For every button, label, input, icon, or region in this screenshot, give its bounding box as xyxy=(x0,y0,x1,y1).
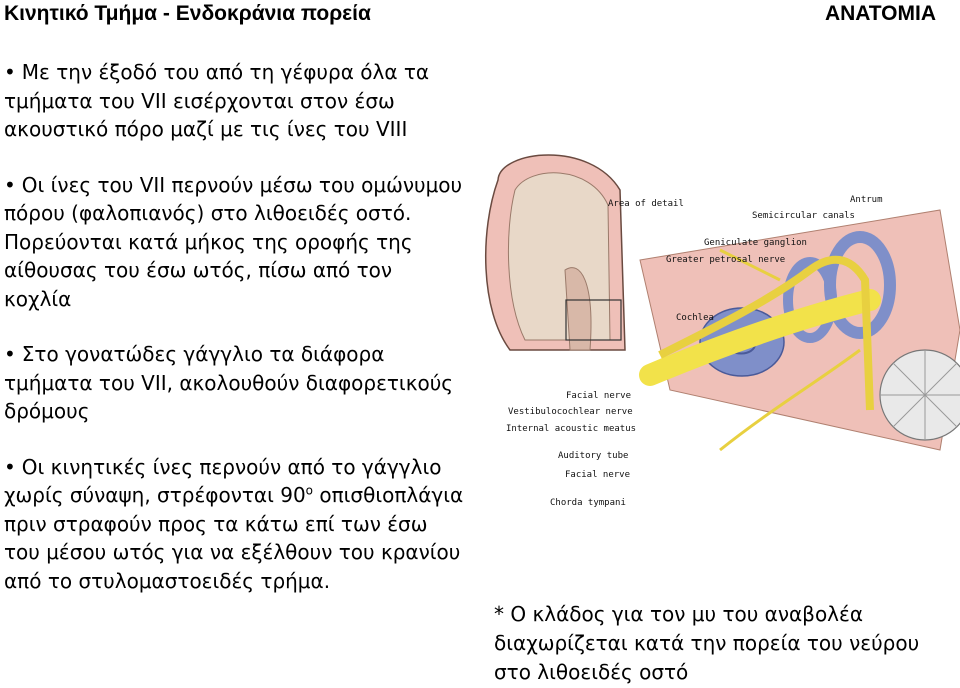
chorda-tympani-path xyxy=(719,348,861,452)
brainstem xyxy=(564,267,592,351)
label-greater-petrosal-nerve: Greater petrosal nerve xyxy=(666,255,785,265)
brain-shape xyxy=(507,172,611,341)
label-area-of-detail: Area of detail xyxy=(608,199,684,209)
greater-petrosal-path xyxy=(719,248,781,282)
area-of-detail-box xyxy=(565,299,622,341)
tympanic-spokes xyxy=(880,350,960,440)
label-cochlea: Cochlea xyxy=(676,313,714,323)
label-chorda-tympani: Chorda tympani xyxy=(550,498,626,508)
bullet-list: Με την έξοδό του από τη γέφυρα όλα τα τμ… xyxy=(4,58,464,622)
label-semicircular-canals: Semicircular canals xyxy=(752,211,855,221)
label-geniculate-ganglion: Geniculate ganglion xyxy=(704,238,807,248)
vestibulocochlear-nerve-trunk xyxy=(639,289,881,386)
slide-title: Κινητικό Τμήμα - Ενδοκράνια πορεία xyxy=(4,2,371,25)
label-internal-acoustic-meatus: Internal acoustic meatus xyxy=(506,424,636,434)
bullet-item: Οι ίνες του VII περνούν μέσω του ομώνυμο… xyxy=(4,171,464,314)
footnote: * Ο κλάδος για τον μυ του αναβολέα διαχω… xyxy=(494,602,920,684)
label-antrum: Antrum xyxy=(850,195,883,205)
bullet-text: οπισθιοπλάγια πριν στραφούν προς τα κάτω… xyxy=(4,483,464,593)
bullet-item: Στο γονατώδες γάγγλιο τα διάφορα τμήματα… xyxy=(4,340,464,426)
bullet-text: Οι κινητικές ίνες περνούν από το γάγγλιο… xyxy=(4,454,442,508)
label-auditory-tube: Auditory tube xyxy=(558,451,628,461)
facial-nerve-path xyxy=(658,255,874,411)
facial-nerve-illustration: Area of detail Antrum Semicircular canal… xyxy=(484,154,960,508)
subject-label: ΑΝΑΤΟΜΙΑ xyxy=(824,2,936,25)
bullet-item-motor: Οι κινητικές ίνες περνούν από το γάγγλιο… xyxy=(4,453,464,596)
label-facial-nerve-lower: Facial nerve xyxy=(565,470,630,480)
degree-superscript: ο xyxy=(305,483,314,498)
label-vestibulocochlear-nerve: Vestibulocochlear nerve xyxy=(508,407,633,417)
label-facial-nerve: Facial nerve xyxy=(566,391,631,401)
bullet-item: Με την έξοδό του από τη γέφυρα όλα τα τμ… xyxy=(4,58,464,144)
